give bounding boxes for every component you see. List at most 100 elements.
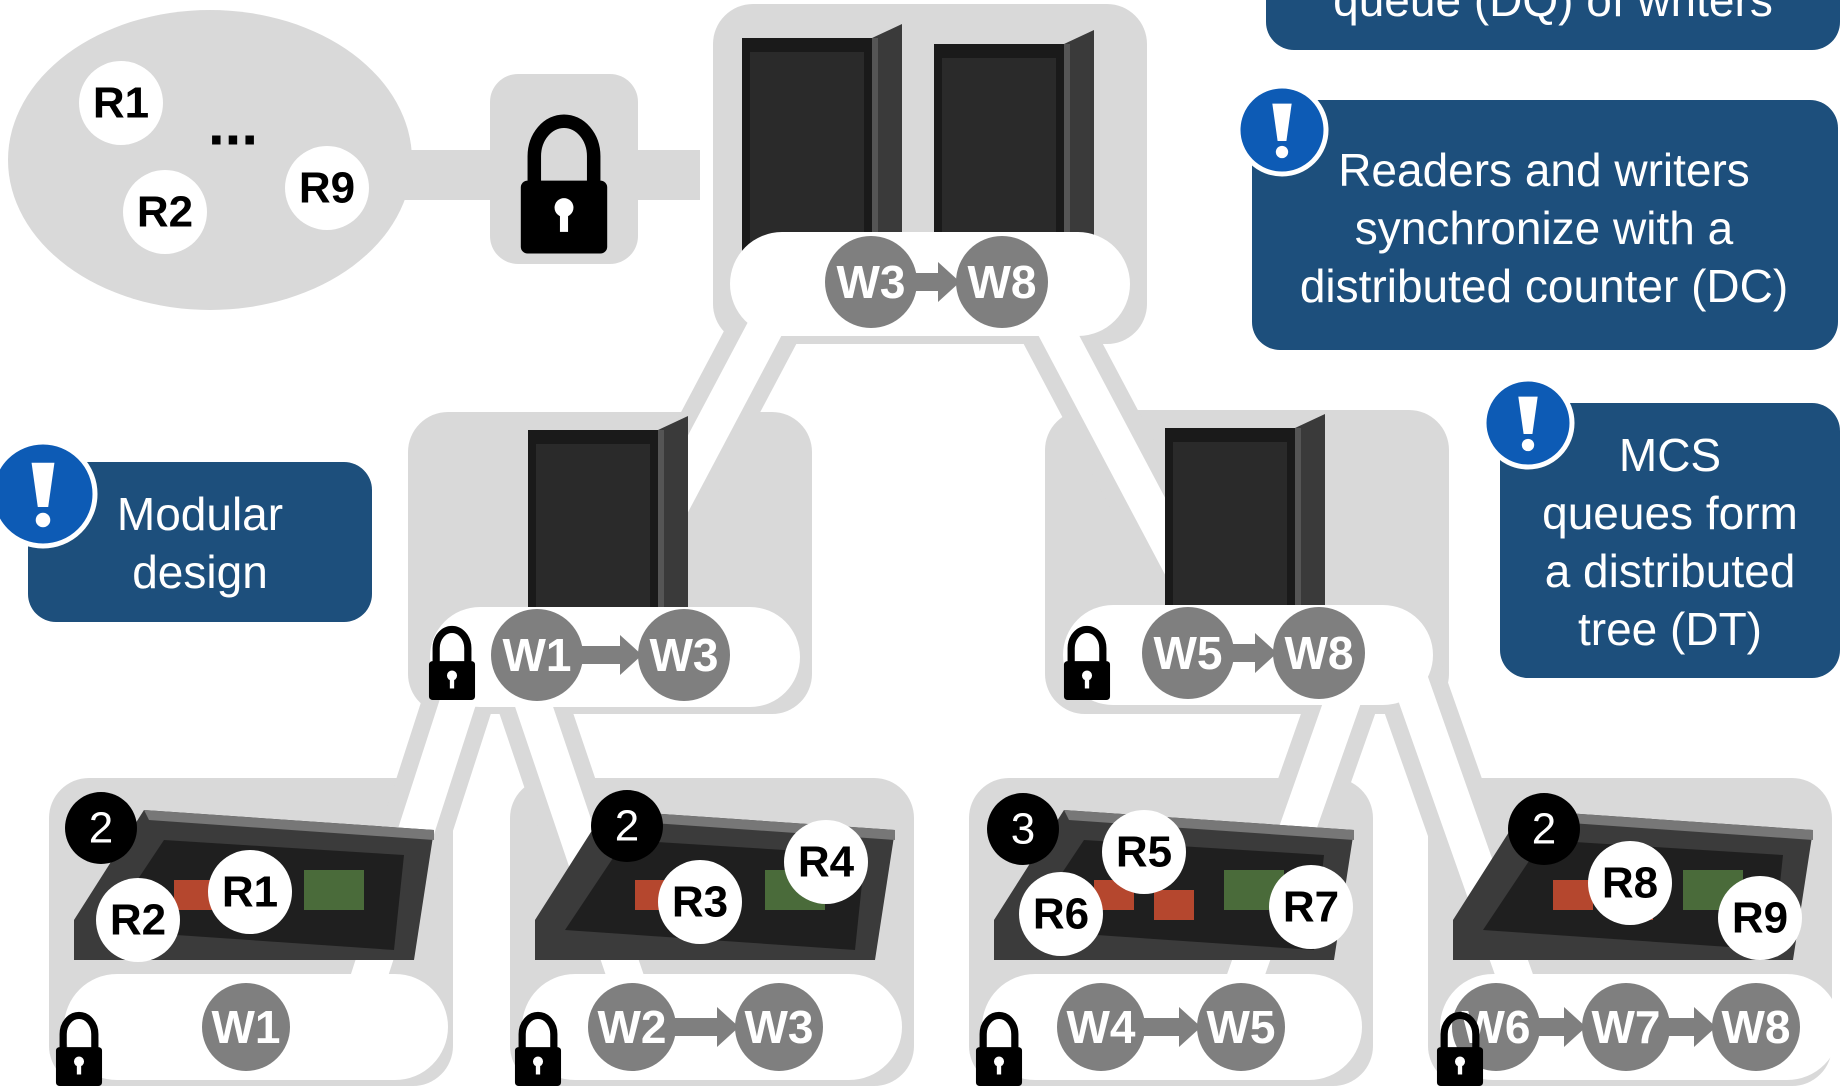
writer-node-circle [1582, 983, 1670, 1071]
alert-bar [1518, 396, 1538, 434]
queue-arrow [1230, 633, 1277, 673]
pool-reader-r1: R1 [79, 61, 163, 145]
arrow-head [1179, 1007, 1201, 1047]
exclamation-icon [1481, 376, 1575, 470]
reader-node-label: R3 [672, 878, 728, 927]
leaf-1-reader: R1 [208, 850, 292, 934]
arrow-shaft [1666, 1018, 1698, 1036]
arrow-head [1694, 1007, 1716, 1047]
queue-arrow [1666, 1007, 1716, 1047]
pool-reader-r9: R9 [285, 146, 369, 230]
alert-dot [1521, 438, 1535, 452]
mid-left-node: W3 [638, 609, 730, 701]
queue-arrow [1536, 1007, 1586, 1047]
callout-dq: queue (DQ) of writers [1266, 0, 1840, 50]
writer-node-circle [1142, 607, 1234, 699]
arrow-shaft [1230, 644, 1259, 662]
alert-dot [1275, 145, 1289, 159]
leaf-3-reader: R7 [1269, 865, 1353, 949]
leaf-2-node: W2 [588, 983, 676, 1071]
reader-node-label: R1 [93, 79, 149, 128]
callout-modular-line: Modular [117, 488, 283, 540]
reader-node-circle [208, 850, 292, 934]
reader-node-label: R1 [222, 868, 278, 917]
leaf-3-reader: R5 [1102, 810, 1186, 894]
reader-node-label: R5 [1116, 828, 1172, 877]
callout-modular-line: design [132, 546, 268, 598]
leaf-4-node: W7 [1582, 983, 1670, 1071]
reader-node-label: R4 [798, 838, 855, 887]
leaf-4-node: W8 [1712, 983, 1800, 1071]
writer-node-circle [491, 609, 583, 701]
writer-node-label: W8 [968, 256, 1037, 308]
mid-left-node: W1 [491, 609, 583, 701]
pool-ellipsis: ... [208, 91, 258, 158]
exclamation-icon [0, 439, 98, 549]
reader-node-circle [79, 61, 163, 145]
writer-node-circle [735, 983, 823, 1071]
arrow-shaft [672, 1018, 721, 1036]
reader-node-circle [1102, 810, 1186, 894]
alert-dot [35, 512, 51, 528]
root-node: W8 [956, 236, 1048, 328]
leaf-4-reader: R8 [1588, 841, 1672, 925]
writer-node-circle [1273, 607, 1365, 699]
arrow-shaft [913, 273, 942, 291]
reader-node-circle [784, 820, 868, 904]
arrow-head [717, 1007, 739, 1047]
callout-dq-line: queue (DQ) of writers [1333, 0, 1773, 26]
leaf-2-reader: R4 [784, 820, 868, 904]
reader-count-badge: 2 [65, 792, 137, 864]
writer-node-label: W5 [1207, 1001, 1276, 1053]
reader-count-badge: 3 [987, 793, 1059, 865]
reader-count-badge: 2 [591, 790, 663, 862]
reader-node-circle [123, 170, 207, 254]
writer-node-label: W1 [212, 1001, 281, 1053]
reader-count-badge: 2 [1508, 793, 1580, 865]
arrow-shaft [1141, 1018, 1183, 1036]
writer-node-label: W7 [1592, 1001, 1661, 1053]
count-badge-label: 2 [615, 802, 639, 851]
count-badge-circle [591, 790, 663, 862]
connector-inner-6 [1392, 662, 1548, 1038]
reader-node-label: R7 [1283, 883, 1339, 932]
reader-node-circle [658, 860, 742, 944]
leaf-1-node: W1 [202, 983, 290, 1071]
reader-node-circle [1718, 876, 1802, 960]
callout-mcs-line: MCS [1619, 429, 1721, 481]
reader-node-circle [1269, 865, 1353, 949]
reader-node-label: R2 [110, 896, 166, 945]
queue-arrow [579, 635, 642, 675]
writer-node-label: W8 [1285, 627, 1354, 679]
root-node: W3 [825, 236, 917, 328]
leaf-3-reader: R6 [1019, 872, 1103, 956]
arrow-head [1564, 1007, 1586, 1047]
callout-mcs-line: queues form [1542, 487, 1798, 539]
writer-node-label: W1 [503, 629, 572, 681]
callout-dc-line: Readers and writers [1338, 144, 1750, 196]
writer-node-circle [956, 236, 1048, 328]
alert-bar [1272, 103, 1292, 141]
pool-reader-r2: R2 [123, 170, 207, 254]
callout-modular-box [28, 462, 372, 622]
writer-node-label: W3 [837, 256, 906, 308]
exclamation-icon [1235, 83, 1329, 177]
writer-node-label: W3 [650, 629, 719, 681]
leaf-1-reader: R2 [96, 878, 180, 962]
arrow-head [1255, 633, 1277, 673]
reader-node-label: R8 [1602, 859, 1658, 908]
writer-node-label: W5 [1154, 627, 1223, 679]
server-rack-icon [934, 30, 1094, 264]
reader-node-circle [1019, 872, 1103, 956]
leaf-4-reader: R9 [1718, 876, 1802, 960]
writer-node-circle [825, 236, 917, 328]
reader-node-circle [96, 878, 180, 962]
count-badge-label: 2 [1532, 805, 1556, 854]
mid-right-node: W8 [1273, 607, 1365, 699]
arrow-shaft [1536, 1018, 1568, 1036]
count-badge-circle [65, 792, 137, 864]
